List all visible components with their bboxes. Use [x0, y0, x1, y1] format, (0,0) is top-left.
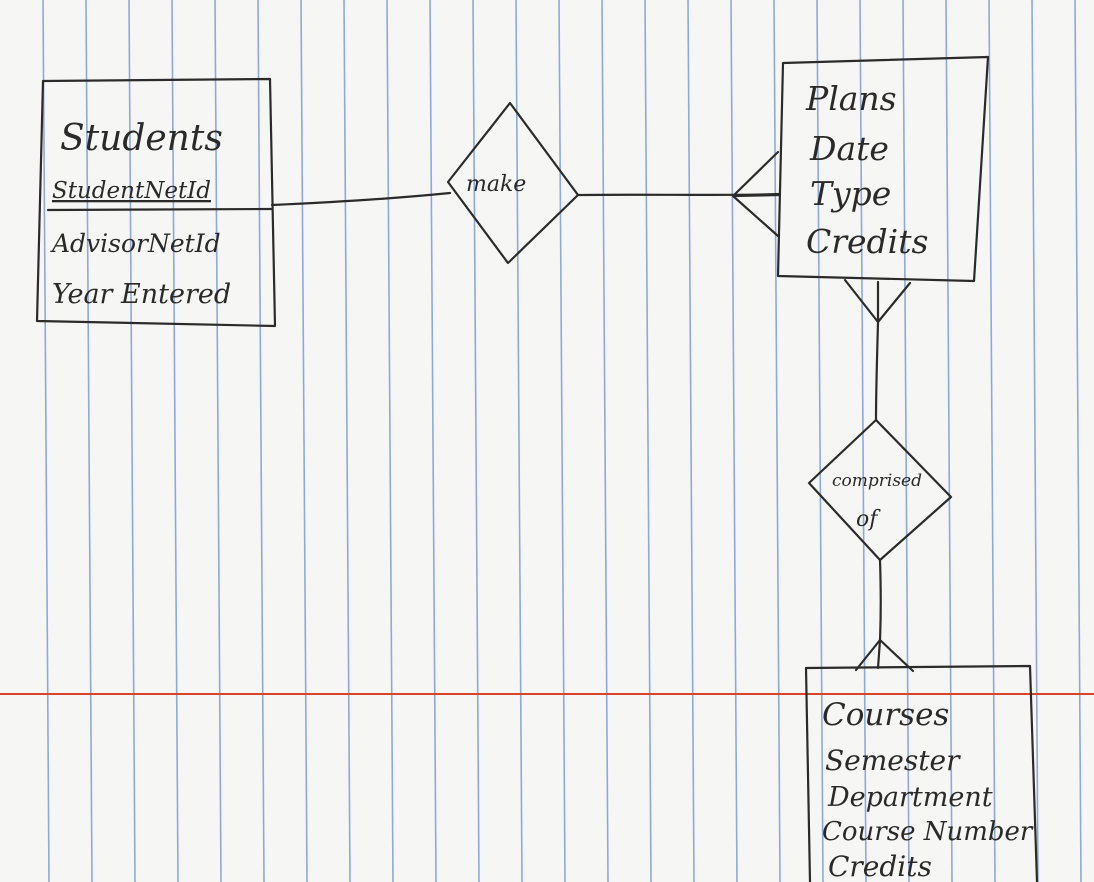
crowfoot-plans-left	[731, 150, 782, 238]
entity-plans-name: Plans	[805, 79, 897, 118]
entity-plans-attr-credits: Credits	[806, 222, 928, 261]
connector-plans-comprised	[874, 320, 880, 422]
entity-courses-attr-credits: Credits	[828, 850, 932, 882]
paper-rule-line	[1074, 0, 1082, 882]
paper-rule-line	[472, 0, 480, 882]
entity-students-attr-advisor: AdvisorNetId	[50, 229, 221, 258]
entity-courses-attr-semester: Semester	[825, 744, 961, 777]
paper-rule-line	[859, 0, 867, 882]
paper-rule-line	[988, 0, 996, 882]
paper-rule-line	[42, 0, 50, 882]
paper-rule-line	[687, 0, 695, 882]
paper-rule-line	[644, 0, 652, 882]
paper-rule-line	[902, 0, 910, 882]
entity-courses-attr-course-number: Course Number	[822, 817, 1034, 847]
paper-rule-line	[773, 0, 781, 882]
entity-students-name: Students	[60, 118, 223, 159]
paper-rule-line	[558, 0, 566, 882]
paper-rule-line	[257, 0, 265, 882]
paper-rule-line	[816, 0, 824, 882]
paper-rule-line	[730, 0, 738, 882]
paper-rule-line	[171, 0, 179, 882]
crowfoot-plans-bottom	[843, 278, 912, 324]
paper-ruled-lines	[42, 0, 1082, 882]
entity-courses-name: Courses	[822, 697, 949, 733]
connector-comprised-courses	[878, 558, 882, 642]
relationship-comprised-of[interactable]: comprised of	[807, 418, 953, 562]
relationship-make-label: make	[466, 172, 526, 197]
paper-rule-line	[343, 0, 351, 882]
paper-rule-line	[601, 0, 609, 882]
entity-students-attr-year: Year Entered	[52, 279, 231, 310]
paper-rule-line	[214, 0, 222, 882]
relationship-make-diamond	[446, 101, 580, 265]
connector-students-make	[270, 191, 452, 207]
relationship-comprised-of-label-line2: of	[856, 507, 881, 532]
entity-students-key: StudentNetId	[52, 178, 211, 204]
paper-rule-line	[300, 0, 308, 882]
paper-rule-line	[386, 0, 394, 882]
entity-students-key-divider	[46, 207, 274, 212]
entity-plans-attr-type: Type	[810, 174, 891, 213]
crowfoot-courses-top	[854, 638, 915, 673]
paper-rule-line	[128, 0, 136, 882]
entity-students[interactable]: Students StudentNetId AdvisorNetId Year …	[35, 77, 277, 328]
relationship-comprised-of-label-line1: comprised	[832, 471, 922, 491]
entity-courses-attr-department: Department	[827, 782, 993, 813]
paper-rule-line	[515, 0, 523, 882]
entity-plans-attr-date: Date	[809, 129, 889, 168]
entity-courses-box	[804, 664, 1039, 882]
entity-students-box	[35, 77, 277, 328]
entity-courses[interactable]: Courses Semester Department Course Numbe…	[804, 664, 1039, 882]
paper-rule-line	[1031, 0, 1039, 882]
entity-plans-box	[776, 55, 990, 283]
relationship-make[interactable]: make	[446, 101, 580, 265]
paper-rule-line	[945, 0, 953, 882]
entity-plans[interactable]: Plans Date Type Credits	[776, 55, 990, 283]
paper-rule-line	[85, 0, 93, 882]
paper-rule-line	[429, 0, 437, 882]
